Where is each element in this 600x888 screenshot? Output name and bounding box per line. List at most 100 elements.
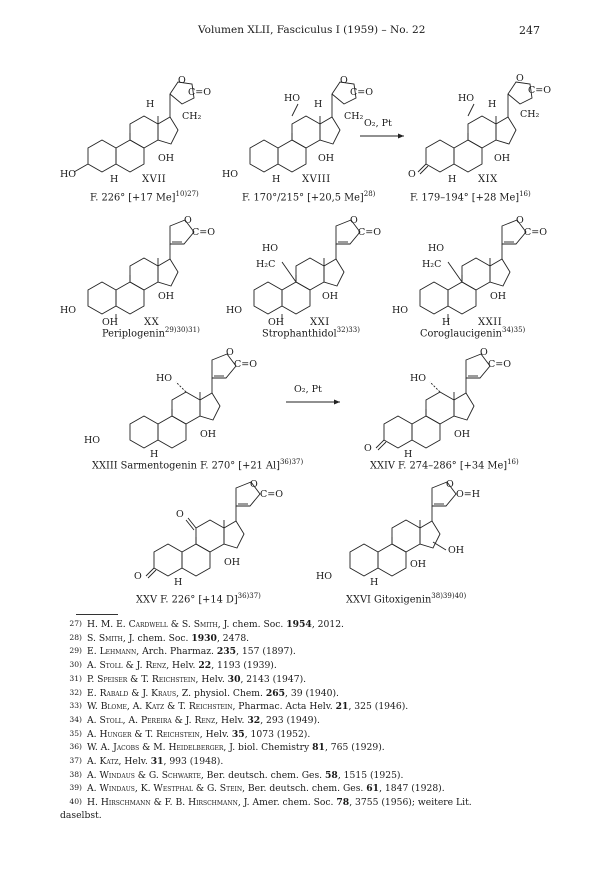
structure-xviii-drawing (249, 81, 357, 173)
ref-tail: , 1073 (1952). (244, 728, 311, 740)
ref-tail: , 3755 (1956); weitere Lit. (349, 797, 472, 809)
reagent-label: O₂, Pt (294, 384, 322, 395)
ref-volume: 22 (198, 660, 212, 672)
atom-oh-16: OH (448, 545, 465, 556)
structure-xxv: O O C=O O OH H (120, 476, 290, 587)
compound-label-xxi: XXI (310, 317, 330, 328)
structure-xxvi-drawing (349, 481, 457, 577)
ref-pre: P. (87, 673, 98, 685)
num: 39) (69, 783, 82, 793)
atom-ho-11: HO (458, 93, 475, 104)
ref-journal: , Ber. deutsch. chem. Ges. (242, 783, 367, 795)
compound-label-xxii: XXII (478, 317, 503, 328)
compound-label-xvii: XVII (142, 174, 167, 185)
reference-item: 36)W. A. Jacobs & M. Heidelberger, J. bi… (60, 741, 550, 755)
atom-oh: OH (158, 153, 175, 164)
atom-o-3: O (408, 169, 416, 180)
ref-journal: , Ber. deutsch. chem. Ges. (200, 769, 326, 781)
ref-tail: , 2478. (216, 632, 250, 644)
num: 38) (69, 769, 82, 779)
atom-oh: OH (410, 559, 427, 570)
num: 34) (69, 714, 82, 724)
ref-pre: E. (87, 687, 100, 699)
atom-ch2: CH₂ (344, 111, 364, 122)
reference-item: 39)A. Windaus, K. Westphal & G. Stein, B… (60, 782, 550, 796)
ref-volume: 30 (227, 673, 241, 685)
ref-tail: , 993 (1948). (163, 756, 224, 768)
ref-author: Blome, A. Katz & T. Reichstein (100, 701, 233, 713)
num: 27) (69, 619, 82, 628)
ref-journal: , Helv. (166, 660, 199, 672)
ref-tail: , 1515 (1925). (337, 769, 404, 781)
ref-volume: 265 (265, 687, 286, 699)
reference-item: 30) A. Stoll & J. Renz, Helv. 22, 1193 (1… (60, 659, 550, 673)
ref-volume: 21 (335, 701, 349, 713)
structure-xxi: HO H₂C O C=O HO OH OH XXI (226, 210, 381, 328)
atom-h-5: H (448, 174, 457, 185)
reference-list: 27)H. M. E. Cardwell & S. Smith, J. chem… (60, 618, 550, 823)
atom-ho: HO (222, 169, 239, 180)
atom-oh: OH (490, 291, 507, 302)
atom-o: O (350, 215, 358, 226)
ref-pre: E. (87, 646, 100, 658)
structure-xvii-drawing (73, 81, 195, 173)
ref-pre: A. (87, 660, 100, 672)
ref-tail: , 325 (1946). (348, 701, 409, 713)
reference-item: 38)A. Windaus & G. Schwarte, Ber. deutsc… (60, 769, 550, 783)
ref-tail: , 157 (1897). (236, 646, 296, 658)
atom-h-5: H (150, 449, 159, 460)
atom-ho: HO (392, 305, 409, 316)
atom-oh: OH (454, 429, 471, 440)
reference-continuation: daselbst. (60, 809, 102, 821)
atom-oh: OH (200, 429, 217, 440)
atom-h: H (488, 99, 497, 110)
caption-xxiv: XXIV F. 274–286° [+34 Me]16) (370, 458, 519, 472)
atom-ho-19: HO (262, 243, 279, 254)
num: 29) (69, 646, 82, 656)
reference-item: 27)H. M. E. Cardwell & S. Smith, J. chem… (60, 618, 550, 632)
ref-tail: , 2143 (1947). (240, 673, 307, 685)
atom-h: H (314, 99, 323, 110)
ref-pre: H. (87, 797, 101, 809)
compound-label-xviii: XVIII (302, 174, 331, 185)
reference-item: 29)E. Lehmann, Arch. Pharmaz. 235, 157 (… (60, 645, 550, 659)
caption-xxv: XXV F. 226° [+14 D]36)37) (136, 592, 261, 606)
atom-c-o: C=O (234, 359, 258, 370)
ref-journal: , Z. physiol. Chem. (176, 687, 266, 699)
ref-author: Stoll & J. Renz (99, 660, 167, 672)
structure-xxii-drawing (419, 219, 527, 322)
num: 30) (69, 660, 82, 670)
atom-o: O (250, 479, 258, 490)
ref-tail: , 1193 (1939). (211, 660, 277, 672)
ref-volume: 235 (216, 646, 237, 658)
structure-xxii: HO H₂C O C=O HO OH H XXII (392, 210, 547, 328)
ref-journal: , Pharmac. Acta Helv. (232, 701, 336, 713)
structure-xx-drawing (87, 219, 195, 322)
structure-xxvi: O O=H OH HO OH H (316, 476, 506, 587)
ref-author: Hunger & T. Reichstein (99, 728, 200, 740)
reference-item: 40)H. Hirschmann & F. B. Hirschmann, J. … (60, 796, 550, 810)
arrow-1-drawing (360, 133, 404, 139)
ref-author: Lehmann (99, 646, 137, 658)
atom-c-o: C=O (488, 359, 512, 370)
atom-h2c: H₂C (256, 259, 276, 270)
num: 40) (69, 797, 82, 807)
atom-o: O (446, 479, 454, 490)
reference-item: 32)E. Rabald & J. Kraus, Z. physiol. Che… (60, 687, 550, 701)
atom-ho-11: HO (156, 373, 173, 384)
atom-oh: OH (224, 557, 241, 568)
atom-o: O (516, 215, 524, 226)
ref-volume: 31 (150, 756, 164, 768)
ref-journal: , J. biol. Chemistry (223, 742, 313, 754)
structure-xvii: O C=O H CH₂ HO OH H XVII (60, 72, 211, 185)
ref-volume: 78 (336, 797, 350, 809)
ref-journal: , J. Amer. chem. Soc. (237, 797, 337, 809)
num: 37) (69, 756, 82, 766)
ref-volume: 35 (231, 728, 245, 740)
atom-h: H (146, 99, 155, 110)
structure-xix-drawing (417, 81, 533, 175)
structure-xxiv: HO O C=O O OH H (350, 338, 530, 459)
atom-ho: HO (60, 305, 77, 316)
page-header: Volumen XLII, Fasciculus I (1959) – No. … (0, 24, 600, 40)
atom-h-5: H (442, 317, 451, 328)
